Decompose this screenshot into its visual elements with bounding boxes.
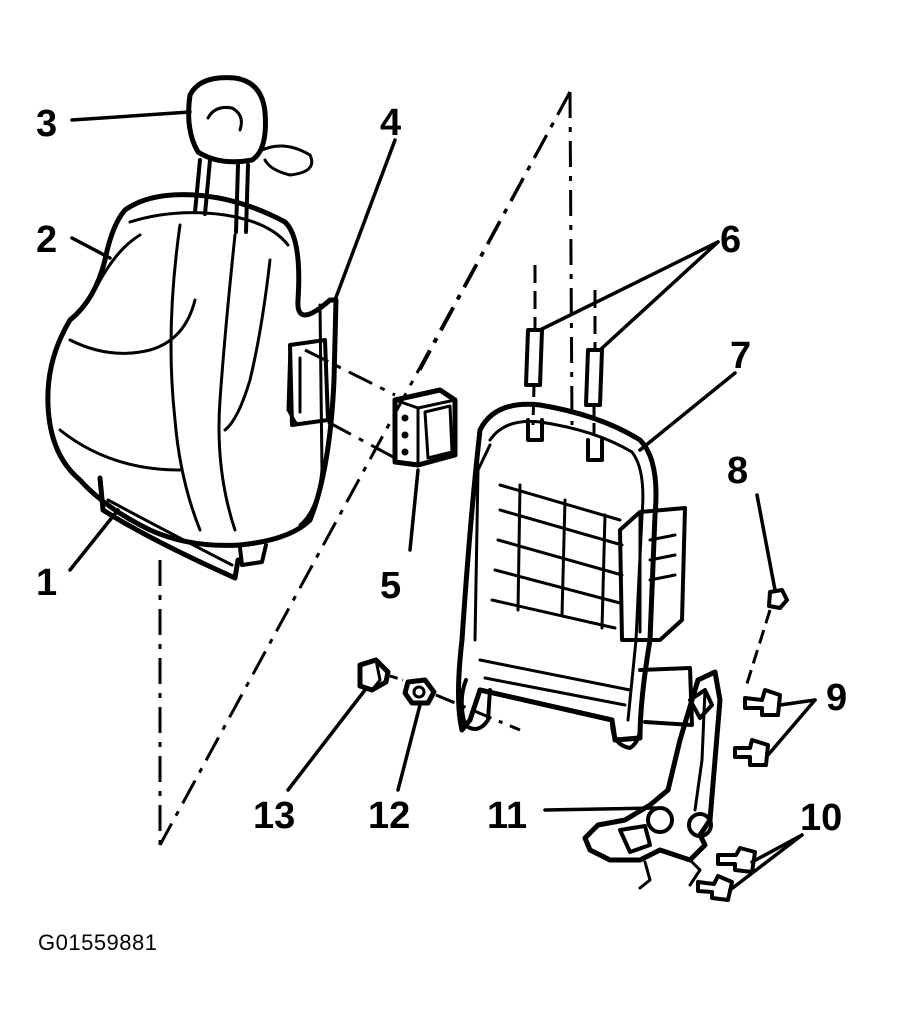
headrest <box>186 75 314 234</box>
bushing <box>402 677 437 706</box>
figure-id: G01559881 <box>38 930 158 955</box>
callout-7: 7 <box>730 335 751 377</box>
callout-13: 13 <box>253 795 295 837</box>
nut <box>743 588 789 691</box>
callout-1: 1 <box>36 562 57 604</box>
bolts <box>733 688 782 767</box>
callout-5: 5 <box>380 565 401 607</box>
connector-block <box>392 387 458 468</box>
callout-2: 2 <box>36 219 57 261</box>
callout-6: 6 <box>720 219 741 261</box>
leader-lines <box>68 110 817 892</box>
callout-12: 12 <box>368 795 410 837</box>
callout-11: 11 <box>487 795 527 837</box>
headrest-guides <box>524 265 604 440</box>
lower-bolts <box>696 846 757 902</box>
callout-labels: 1 2 3 4 5 6 7 8 9 10 11 12 13 <box>36 102 847 839</box>
callout-8: 8 <box>727 450 748 492</box>
callout-9: 9 <box>826 677 847 719</box>
cushion-side-pocket <box>286 338 330 427</box>
callout-3: 3 <box>36 103 57 145</box>
seat-back-bottom-flap <box>97 475 268 581</box>
recliner-mechanism <box>582 669 723 890</box>
callout-4: 4 <box>380 102 401 144</box>
pivot-bolt <box>357 657 521 732</box>
seat-back-frame <box>456 401 694 750</box>
assembly-guide-lines <box>158 91 574 846</box>
seat-back-cushion <box>45 192 339 548</box>
callout-10: 10 <box>800 797 842 839</box>
